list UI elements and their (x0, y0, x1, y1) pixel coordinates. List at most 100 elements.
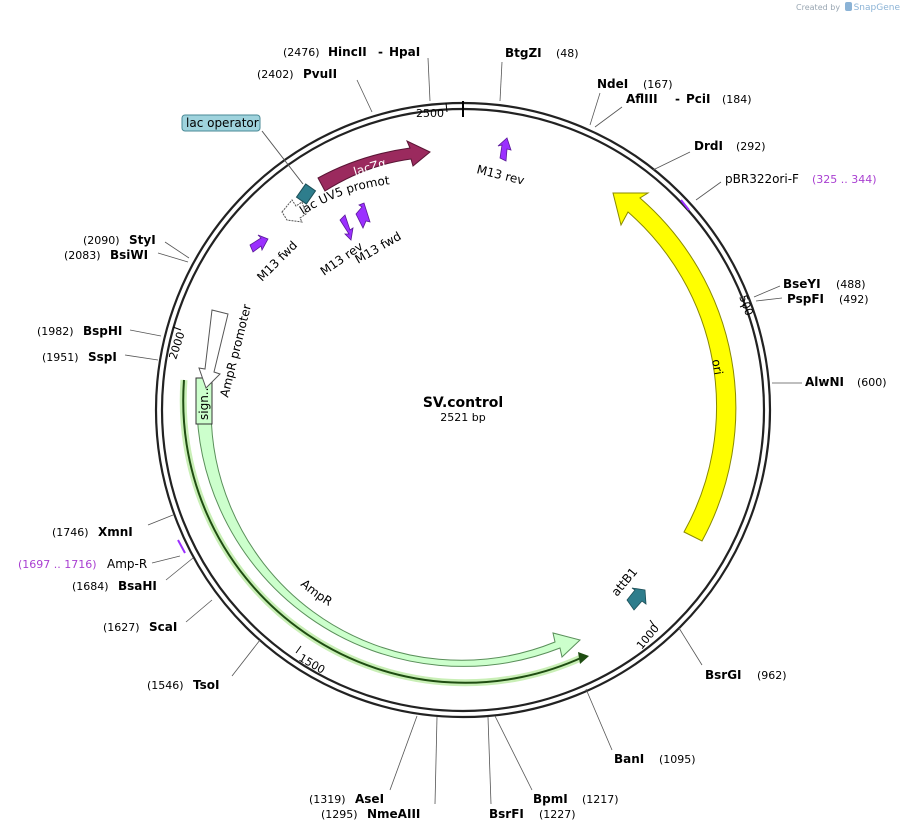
tick-1000 (649, 619, 656, 628)
tick-label-1500: 1500 (297, 651, 328, 676)
m13-rev-mid-primer[interactable] (339, 214, 354, 241)
bsrgi-site: (962) (757, 669, 787, 682)
bsrfi-leader (487, 716, 492, 805)
asei-leader (389, 715, 418, 791)
plasmid-size: 2521 bp (440, 411, 485, 424)
tick-label-500: 500 (736, 293, 755, 317)
styi-name: StyI (129, 233, 156, 247)
lac-operator-leader (261, 130, 304, 185)
hpai-name: HpaI (389, 45, 420, 59)
pvuii-name: PvuII (303, 67, 337, 81)
bpmi-name: BpmI (533, 792, 568, 806)
amp-r-primer-halo (179, 379, 585, 687)
tsoi-site: (1546) (147, 679, 184, 692)
ndei-site: (167) (643, 78, 673, 91)
pvuii-leader (356, 79, 373, 113)
afliii-separator: - (675, 92, 680, 106)
lac-operator-label: lac operator (186, 116, 259, 130)
pbr322ori-f-leader (695, 181, 722, 201)
bsahi-name: BsaHI (118, 579, 157, 593)
drdi-leader (652, 151, 691, 171)
bani-site: (1095) (659, 753, 696, 766)
pbr322ori-f-mark[interactable] (680, 199, 690, 211)
tsoi-name: TsoI (193, 678, 219, 692)
afliii-name: AflIII (626, 92, 658, 106)
scai-name: ScaI (149, 620, 177, 634)
m13-rev-top-primer[interactable] (497, 137, 512, 162)
amp-r-mark[interactable] (177, 539, 186, 554)
nmeaiii-name: NmeAIII (367, 807, 420, 821)
ori-feature[interactable] (612, 192, 737, 542)
enzyme-leaders (124, 57, 802, 805)
credit-brand: SnapGene (853, 3, 900, 13)
bseyi-name: BseYI (783, 277, 821, 291)
tick-label-2000: 2000 (166, 330, 187, 361)
m13-fwd-left-primer[interactable] (249, 234, 269, 253)
pcii-name: PciI (686, 92, 711, 106)
hincii-leader (427, 57, 431, 102)
snapgene-credit: Created by SnapGene (796, 2, 900, 13)
hincii-name: HincII (328, 45, 367, 59)
bpmi-site: (1217) (582, 793, 619, 806)
lacz-alpha-feature[interactable] (317, 139, 431, 192)
alwni-name: AlwNI (805, 375, 844, 389)
bsphi-leader (129, 329, 162, 337)
btgzi-site: (48) (556, 47, 579, 60)
afliii-pcii-site: (184) (722, 93, 752, 106)
pspfi-name: PspFI (787, 292, 824, 306)
sspi-name: SspI (88, 350, 117, 364)
tsoi-leader (231, 639, 261, 677)
xmni-name: XmnI (98, 525, 133, 539)
amp-r-primer-arc[interactable] (182, 379, 584, 684)
alwni-site: (600) (857, 376, 887, 389)
bsiwi-name: BsiWI (110, 248, 148, 262)
snapgene-logo-icon (844, 2, 852, 11)
bseyi-site: (488) (836, 278, 866, 291)
pbr322ori-f-range: (325 .. 344) (812, 173, 877, 186)
pspfi-leader (755, 297, 783, 302)
signal-label: sign... (197, 384, 211, 420)
xmni-site: (1746) (52, 526, 89, 539)
ampr-promoter-feature[interactable] (198, 309, 229, 389)
lac-uv5-promoter-feature[interactable] (281, 199, 307, 223)
scai-leader (185, 599, 213, 623)
pvuii-site: (2402) (257, 68, 294, 81)
drdi-site: (292) (736, 140, 766, 153)
amp-r-leader (151, 555, 181, 564)
pspfi-site: (492) (839, 293, 869, 306)
ampr-feature[interactable] (196, 389, 582, 667)
bpmi-leader (494, 715, 533, 791)
tick-500 (739, 304, 746, 308)
asei-site: (1319) (309, 793, 346, 806)
lac-operator-tag (181, 114, 261, 132)
scai-site: (1627) (103, 621, 140, 634)
ndei-name: NdeI (597, 77, 628, 91)
enzyme-labels: BtgZI (48) NdeI (167) AflIII - PciI (184… (37, 45, 887, 821)
m13-fwd-mid-primer[interactable] (355, 202, 371, 229)
bsiwi-site: (2083) (64, 249, 101, 262)
bani-name: BanI (614, 752, 644, 766)
drdi-name: DrdI (694, 139, 723, 153)
ori-label: ori (709, 358, 725, 376)
bsrgi-name: BsrGI (705, 668, 742, 682)
sspi-site: (1951) (42, 351, 79, 364)
styi-leader (164, 241, 190, 259)
lac-operator-feature[interactable] (295, 183, 317, 205)
amp-r-range: (1697 .. 1716) (18, 558, 97, 571)
pbr322ori-f-name: pBR322ori-F (725, 172, 799, 186)
bsiwi-leader (157, 252, 189, 263)
tick-label-2500: 2500 (416, 107, 444, 120)
tick-1500 (295, 645, 302, 654)
tick-2000 (172, 326, 182, 331)
xmni-leader (147, 514, 174, 526)
bseyi-leader (753, 285, 781, 298)
bsahi-leader (165, 557, 194, 581)
btgzi-name: BtgZI (505, 46, 542, 60)
attb1-feature[interactable] (626, 587, 647, 611)
afliii-leader (594, 106, 623, 128)
bani-leader (585, 688, 613, 751)
hincii-separator: - (378, 45, 383, 59)
nmeaiii-leader (434, 716, 438, 805)
amp-r-name: Amp-R (107, 557, 147, 571)
